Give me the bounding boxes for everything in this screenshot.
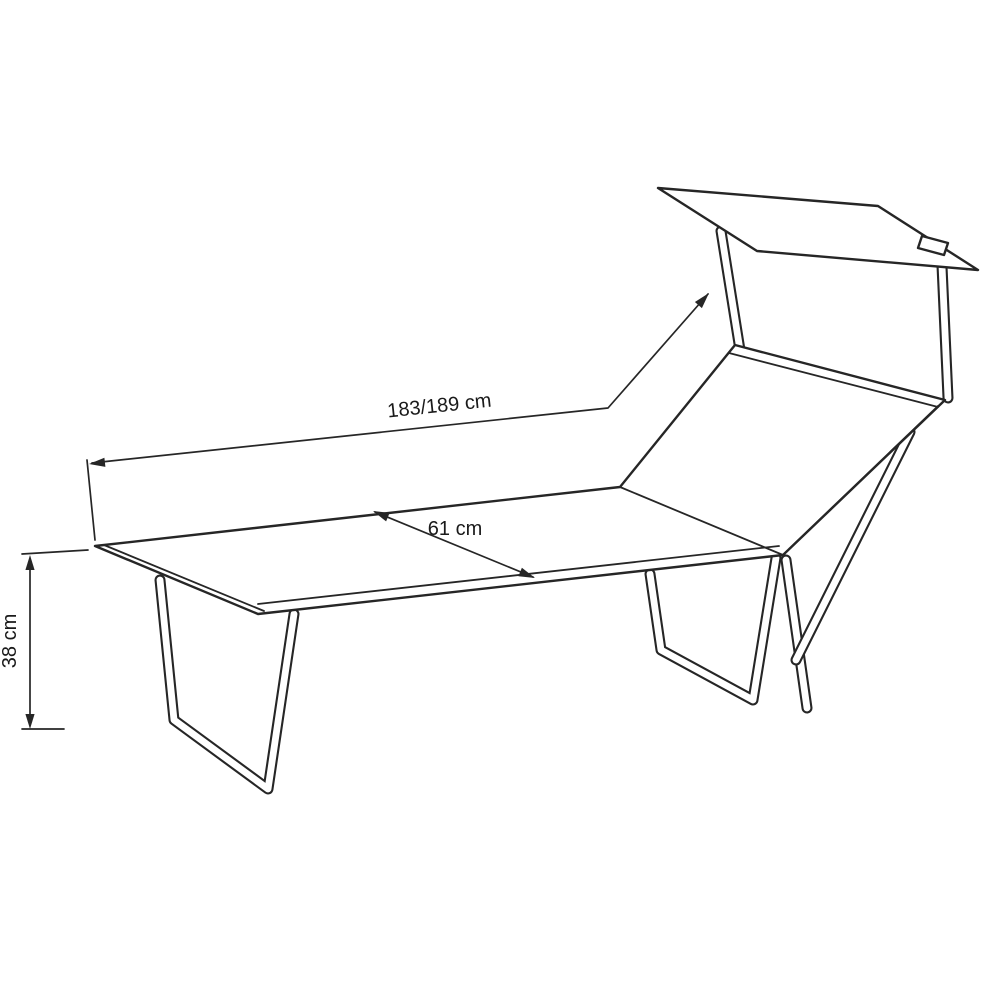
width-dimension-label: 61 cm <box>428 518 482 540</box>
backrest-recline-brace <box>790 426 916 666</box>
width-arrowhead-left <box>373 511 390 522</box>
rear-leg <box>780 554 813 714</box>
backrest-fold-crease <box>619 486 784 556</box>
height-arrowhead-top <box>25 555 35 570</box>
backrest-rail-inner-line <box>788 405 939 550</box>
dimension-height <box>21 549 89 730</box>
canopy <box>656 186 980 272</box>
length-arrowhead-left <box>89 457 106 467</box>
canopy-edge-tab <box>916 234 950 257</box>
dimension-length <box>86 293 709 541</box>
length-extension-line <box>86 459 96 541</box>
width-arrowhead-right <box>518 567 535 578</box>
length-dimension-label: 183/189 cm <box>386 390 492 423</box>
foot-rail-inner-line <box>103 544 265 612</box>
leg-frame-foot-end <box>154 574 300 795</box>
length-arrowhead-right <box>694 293 709 309</box>
leg-frame-middle <box>644 552 782 706</box>
bed-surface <box>93 343 947 616</box>
dimension-labels: 183/189 cm 61 cm 38 cm <box>0 390 492 669</box>
width-dimension-line <box>374 511 534 578</box>
dimension-width <box>373 511 535 578</box>
length-dimension-line <box>91 293 709 464</box>
height-arrowhead-bottom <box>25 714 35 729</box>
canopy-panel <box>656 186 980 272</box>
height-dimension-label: 38 cm <box>0 614 21 668</box>
head-rail-inner-line <box>728 352 939 408</box>
canopy-post-left <box>715 225 746 356</box>
linework <box>21 186 980 795</box>
height-extension-line-top <box>21 549 89 555</box>
canopy-post-right <box>936 260 954 404</box>
near-rail-inner-line <box>257 545 780 605</box>
